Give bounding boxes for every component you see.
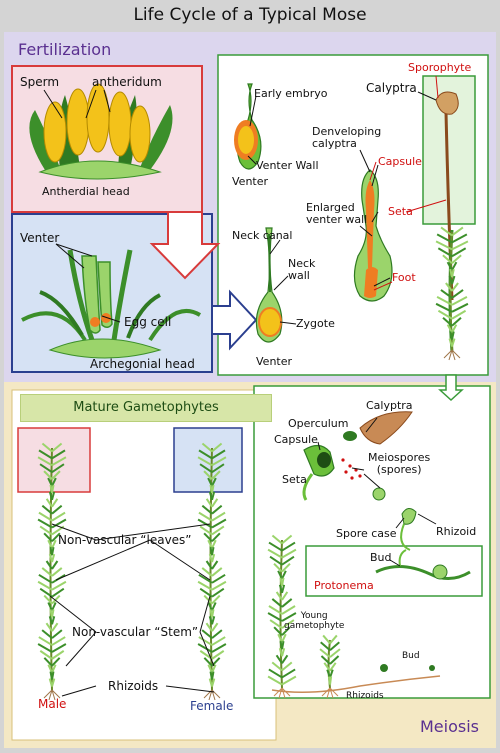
label-venter-wall: Venter Wall: [256, 159, 319, 172]
early-embryo-illustration: [234, 83, 262, 170]
label-zygote: Zygote: [296, 317, 335, 330]
capsule-illustration: [302, 411, 417, 551]
arrow-down-icon: [149, 211, 221, 280]
archegonial-head-illustration: [21, 249, 202, 359]
label-male: Male: [38, 697, 67, 711]
label-enlarged-venter-wall: Enlarged venter wall: [306, 201, 368, 227]
label-rhizoid: Rhizoid: [436, 525, 477, 538]
label-rhizoids-bottom: Rhizoids: [346, 691, 384, 701]
fertilization-title: Fertilization: [18, 40, 112, 59]
label-sperm: Sperm: [20, 75, 60, 89]
arrow-right-icon: [211, 289, 258, 351]
antherdial-head-illustration: [29, 83, 173, 180]
label-bud-top: Bud: [370, 551, 392, 564]
label-young-gametophyte: Young gametophyte: [284, 611, 345, 631]
label-venter-top: Venter: [20, 231, 60, 245]
label-seta-red: Seta: [388, 205, 413, 218]
label-meiospores: Meiospores (spores): [368, 451, 431, 477]
zygote-archegonium-illustration: [255, 227, 283, 343]
young-gametophyte: [319, 634, 341, 699]
label-neck-canal: Neck canal: [232, 229, 293, 242]
label-foot: Foot: [392, 271, 416, 284]
female-box: [173, 427, 243, 493]
meiosis-title: Meiosis: [420, 717, 479, 736]
label-seta-black: Seta: [282, 473, 307, 486]
page-title: Life Cycle of a Typical Mose: [133, 5, 367, 25]
label-non-vascular-stem: Non-vascular “Stem”: [72, 625, 199, 639]
label-capsule-red: Capsule: [378, 155, 422, 168]
label-venter-bottom: Venter: [256, 355, 293, 368]
label-archegonial-head: Archegonial head: [90, 357, 195, 371]
young-gametophytes-illustration: [271, 664, 441, 693]
female-gametophyte: [197, 442, 227, 701]
mature-gametophyte-small: [267, 534, 297, 699]
label-calyptra-bottom: Calyptra: [366, 399, 413, 412]
label-operculum: Operculum: [288, 417, 349, 430]
label-spore-case: Spore case: [336, 527, 397, 540]
label-neck-wall: Neck wall: [288, 257, 316, 283]
label-rhizoids-left: Rhizoids: [108, 679, 159, 693]
mature-gametophytes-title: Mature Gametophytes: [20, 394, 272, 422]
label-protonema: Protonema: [314, 579, 374, 592]
protonema-illustration: [375, 549, 471, 580]
label-capsule-black: Capsule: [274, 433, 318, 446]
label-female: Female: [190, 699, 234, 713]
label-bud-bottom: Bud: [402, 651, 420, 661]
label-calyptra-top: Calyptra: [366, 81, 417, 95]
label-egg-cell: Egg cell: [124, 315, 172, 329]
label-sporophyte: Sporophyte: [408, 61, 472, 74]
leader-lines: [43, 89, 437, 697]
label-developing-calyptra: Denveloping calyptra: [312, 125, 382, 151]
label-venter-mid: Venter: [232, 175, 269, 188]
label-non-vascular-leaves: Non-vascular “leaves”: [58, 533, 192, 547]
red-leader-lines: [369, 75, 447, 291]
arrow-down-small-icon: [438, 374, 464, 402]
protonema-box: [305, 545, 483, 597]
sporophyte-gametophyte: [435, 226, 469, 361]
label-early-embryo: Early embryo: [254, 87, 328, 100]
label-antheridum: antheridum: [92, 75, 162, 89]
label-antherdial-head: Antherdial head: [42, 185, 130, 198]
